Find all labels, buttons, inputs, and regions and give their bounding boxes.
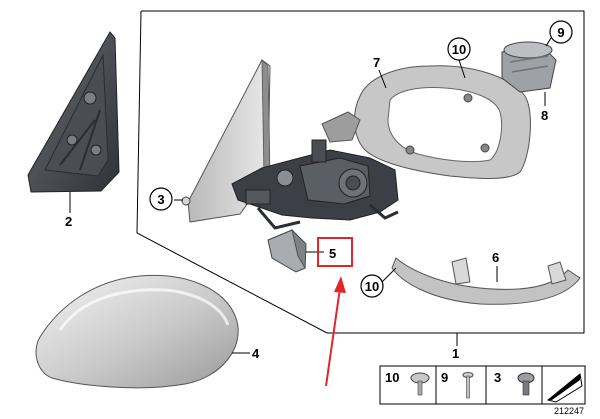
- mirror-motor-part: [501, 41, 557, 106]
- screw-icon: [410, 372, 430, 396]
- callout-8: 8: [541, 108, 548, 123]
- legend-number-10: 10: [385, 370, 399, 385]
- mirror-cap-part: [35, 274, 250, 389]
- callout-3: 3: [157, 192, 164, 207]
- callout-1: 1: [452, 346, 459, 361]
- wedge-tool-icon: [546, 373, 583, 403]
- callout-9: 9: [557, 25, 564, 40]
- callout-4: 4: [252, 346, 260, 361]
- turn-signal-part: [391, 257, 581, 305]
- pin-icon: [462, 372, 474, 399]
- fastener-legend: 10 9 3: [379, 365, 586, 405]
- highlight-box: [317, 237, 353, 267]
- callout-6: 6: [492, 250, 499, 265]
- callout-7: 7: [373, 55, 380, 70]
- image-number: 212247: [554, 406, 584, 416]
- callout-3-circle: [149, 187, 173, 211]
- callout-9-circle: [549, 20, 573, 44]
- callout-10b-circle: [360, 274, 384, 298]
- bracket-part: [267, 228, 324, 273]
- triangle-cover-part: [27, 31, 120, 213]
- callout-10a: 10: [452, 42, 466, 57]
- callout-10b: 10: [365, 279, 379, 294]
- legend-number-3: 3: [494, 370, 501, 385]
- callout-2: 2: [65, 214, 72, 229]
- mirror-motor-assembly: [231, 139, 399, 230]
- legend-number-9: 9: [441, 370, 448, 385]
- bolt-icon: [517, 372, 535, 396]
- red-arrow: [325, 276, 346, 387]
- housing-frame-part: [321, 65, 531, 179]
- assembly-frame: [136, 10, 585, 334]
- callout-5: 5: [329, 246, 336, 261]
